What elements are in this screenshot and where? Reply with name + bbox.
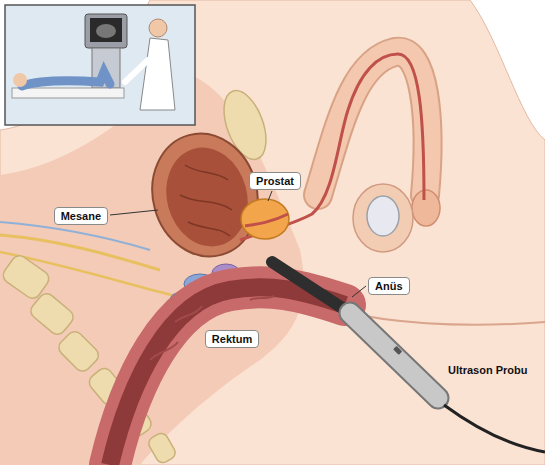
inset-patient	[22, 72, 110, 86]
vessel	[0, 222, 150, 250]
organ-label: Rektum	[205, 330, 259, 348]
inset-doctor-arm	[125, 60, 148, 82]
glans	[412, 190, 440, 226]
probe-handle-outline	[350, 313, 438, 398]
testis	[367, 196, 399, 236]
inset-frame	[5, 5, 195, 125]
prostate	[241, 199, 289, 239]
leader-line	[268, 191, 272, 201]
bladder-folds	[180, 165, 232, 236]
vertebra	[28, 290, 77, 337]
probe-handle	[350, 313, 438, 398]
prostatic-urethra	[245, 214, 288, 226]
probe-shaft	[272, 262, 350, 313]
bladder-wall	[139, 122, 272, 269]
organ-label: Mesane	[54, 207, 108, 225]
leader-line	[352, 286, 366, 297]
inset-screen	[90, 18, 122, 42]
scrotum	[353, 184, 413, 252]
organ-label: Anüs	[368, 277, 410, 295]
organ-label: Prostat	[249, 172, 301, 190]
rectum-folds	[150, 296, 274, 360]
inset-doctor	[140, 38, 175, 110]
rectum-lumen	[110, 287, 345, 465]
urethra	[240, 54, 424, 240]
leader-line	[110, 210, 158, 215]
penis-shaft	[318, 52, 427, 195]
inset-bed	[12, 88, 124, 98]
inset-patient-head	[13, 73, 27, 87]
probe-cable	[444, 405, 545, 452]
probe-button	[393, 346, 402, 355]
rectum-wall	[110, 287, 345, 465]
inset-doctor-head	[149, 19, 167, 37]
inset-monitor	[85, 14, 127, 48]
penis-outline	[318, 52, 427, 195]
vertebra	[146, 431, 177, 465]
vertebra	[56, 328, 102, 374]
inset-scan	[96, 24, 116, 38]
probe-label: Ultrason Probu	[446, 362, 529, 378]
